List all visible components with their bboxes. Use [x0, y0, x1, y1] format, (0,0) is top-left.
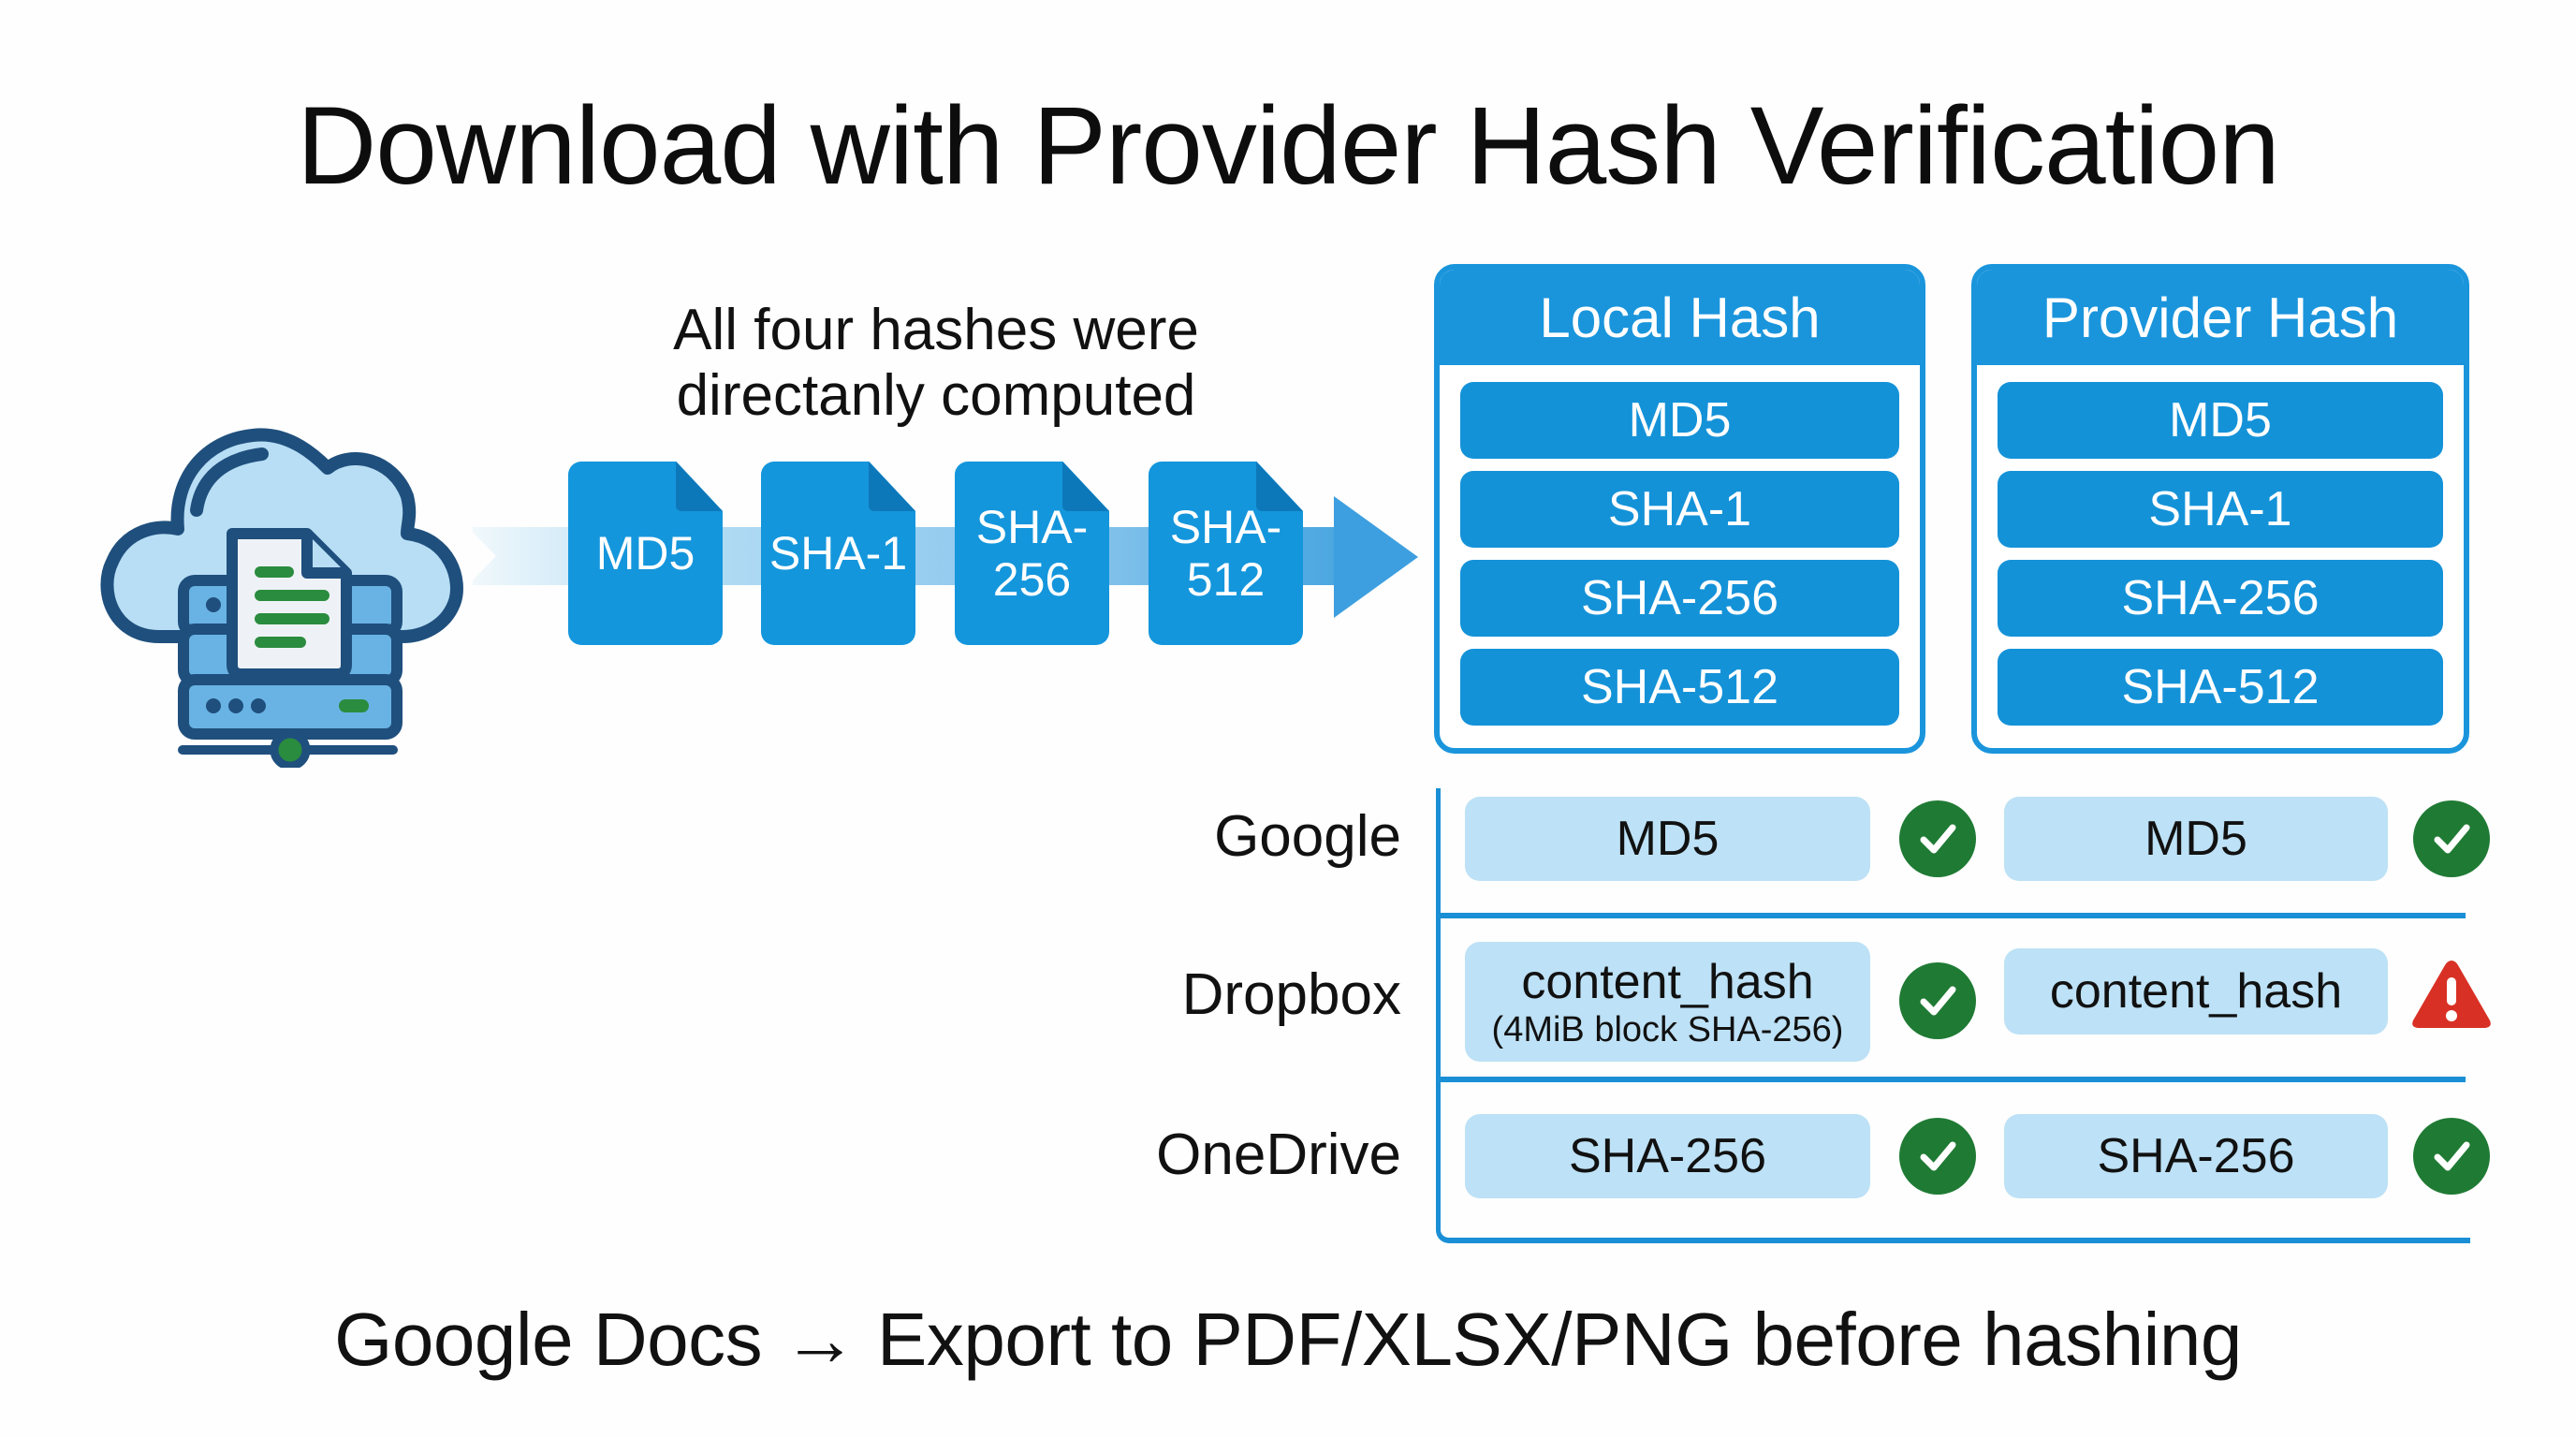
warning-icon — [2409, 957, 2494, 1032]
provider-hash-panel: Provider Hash MD5 SHA-1 SHA-256 SHA-512 — [1971, 264, 2469, 754]
computed-note: All four hashes were directanly computed — [580, 298, 1292, 429]
row-divider — [1441, 913, 2466, 918]
provider-hash-title: Provider Hash — [1977, 270, 2464, 365]
page-title: Download with Provider Hash Verification — [297, 84, 2280, 208]
row-divider — [1441, 1077, 2466, 1082]
local-hash-cell: MD5 — [1465, 797, 1870, 881]
flow-arrow-tail — [468, 527, 496, 585]
provider-hash-cell: MD5 — [2004, 797, 2388, 881]
card-label: MD5 — [595, 527, 695, 580]
local-hash-item: MD5 — [1460, 382, 1899, 459]
card-label: SHA-1 — [768, 527, 908, 580]
footer-note: Google Docs → Export to PDF/XLSX/PNG bef… — [334, 1298, 2242, 1381]
file-fold-icon — [869, 462, 915, 511]
check-icon — [2413, 1118, 2490, 1195]
card-label: SHA-512 — [1169, 501, 1282, 606]
computed-note-line2: directanly computed — [676, 363, 1196, 428]
hash-file-card-md5: MD5 — [568, 462, 723, 645]
hash-note: (4MiB block SHA-256) — [1491, 1010, 1844, 1049]
card-label: SHA-256 — [975, 501, 1089, 606]
file-fold-icon — [1062, 462, 1109, 511]
provider-label-dropbox: Dropbox — [1181, 962, 1401, 1027]
provider-hash-cell: SHA-256 — [2004, 1114, 2388, 1198]
provider-label-google: Google — [1214, 804, 1401, 869]
cloud-server-document-icon — [94, 356, 468, 770]
provider-hash-item: SHA-512 — [1998, 649, 2443, 726]
check-icon — [1899, 800, 1976, 877]
provider-hash-item: SHA-256 — [1998, 560, 2443, 637]
hash-file-card-sha256: SHA-256 — [955, 462, 1109, 645]
hash-name: content_hash — [1521, 955, 1814, 1009]
local-hash-item: SHA-512 — [1460, 649, 1899, 726]
file-fold-icon — [676, 462, 723, 511]
local-hash-cell: content_hash (4MiB block SHA-256) — [1465, 942, 1870, 1062]
provider-hash-item: MD5 — [1998, 382, 2443, 459]
provider-hash-cell: content_hash — [2004, 948, 2388, 1034]
local-hash-cell: SHA-256 — [1465, 1114, 1870, 1198]
hash-file-card-sha1: SHA-1 — [761, 462, 915, 645]
computed-note-line1: All four hashes were — [673, 298, 1199, 362]
provider-hash-item: SHA-1 — [1998, 471, 2443, 548]
hash-file-card-sha512: SHA-512 — [1149, 462, 1303, 645]
arrow-right-icon — [1334, 496, 1418, 618]
file-fold-icon — [1256, 462, 1303, 511]
provider-table-frame — [1436, 788, 2470, 1243]
check-icon — [1899, 962, 1976, 1039]
local-hash-panel: Local Hash MD5 SHA-1 SHA-256 SHA-512 — [1434, 264, 1925, 754]
local-hash-item: SHA-256 — [1460, 560, 1899, 637]
local-hash-item: SHA-1 — [1460, 471, 1899, 548]
check-icon — [1899, 1118, 1976, 1195]
local-hash-title: Local Hash — [1440, 270, 1920, 365]
check-icon — [2413, 800, 2490, 877]
provider-label-onedrive: OneDrive — [1156, 1123, 1401, 1187]
